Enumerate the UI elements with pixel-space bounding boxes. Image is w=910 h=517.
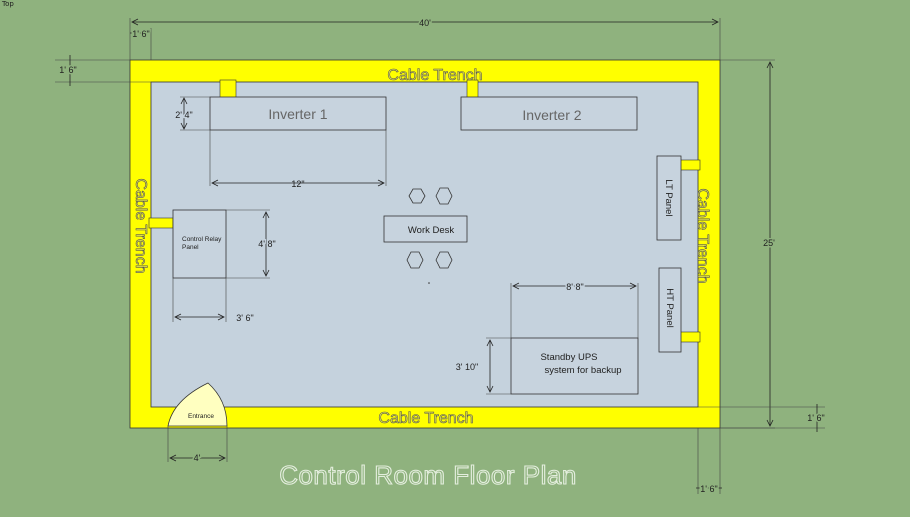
- trench-branch-lt: [679, 159, 701, 171]
- stool-1: [408, 188, 426, 204]
- entrance-width-dim: 4': [194, 453, 201, 463]
- ht-panel-label: HT Panel: [664, 288, 675, 327]
- trench-bottom-width-dim: 1' 6": [807, 413, 824, 423]
- relay-height-dim: 4' 8": [258, 239, 275, 249]
- ht-panel: [658, 267, 682, 353]
- lt-panel: [656, 155, 682, 241]
- stool-3: [406, 251, 424, 269]
- entrance-door: [167, 382, 228, 427]
- trench-label-bottom: Cable Trench: [378, 410, 473, 427]
- trench-label-right: Cable Trench: [694, 188, 711, 283]
- control-relay-label-2: Panel: [182, 244, 199, 251]
- trench-label-top: Cable Trench: [387, 67, 482, 84]
- page-title: Control Room Floor Plan: [279, 460, 577, 490]
- lt-panel-label: LT Panel: [663, 179, 674, 216]
- work-desk-label: Work Desk: [408, 225, 455, 236]
- view-label: Top: [2, 0, 14, 8]
- standby-ups: [510, 337, 639, 395]
- inverter-length-dim: 12": [291, 179, 304, 189]
- inverter-1-label: Inverter 1: [268, 106, 327, 122]
- inverter-depth-dim: 2' 4": [175, 110, 192, 120]
- overall-width-dim: 40': [419, 18, 431, 28]
- ups-label-1: Standby UPS: [540, 352, 597, 363]
- relay-width-dim: 3' 6": [236, 313, 253, 323]
- inverter-1: [209, 96, 387, 131]
- stool-4: [435, 251, 453, 269]
- overall-height-dim: 25': [763, 238, 775, 248]
- trench-branch-ht: [679, 331, 701, 343]
- inverter-2-label: Inverter 2: [522, 107, 581, 123]
- stool-2: [435, 187, 453, 205]
- trench-branch-inverter1: [219, 79, 237, 99]
- ups-width-dim: 8' 8": [566, 282, 583, 292]
- control-relay-panel: [172, 209, 227, 279]
- trench-top-width-dim: 1' 6": [59, 65, 76, 75]
- ups-label-2: system for backup: [544, 365, 621, 376]
- ups-depth-dim: 3' 10": [456, 362, 478, 372]
- trench-branch-relay: [148, 217, 174, 229]
- inverter-2: [460, 96, 638, 131]
- control-relay-label-1: Control Relay: [182, 236, 222, 243]
- trench-left-width-dim: 1' 6": [132, 29, 149, 39]
- trench-label-left: Cable Trench: [132, 178, 149, 273]
- entrance-label: Entrance: [188, 413, 214, 420]
- trench-right-width-dim: 1' 6": [700, 484, 717, 494]
- work-desk: [383, 215, 468, 243]
